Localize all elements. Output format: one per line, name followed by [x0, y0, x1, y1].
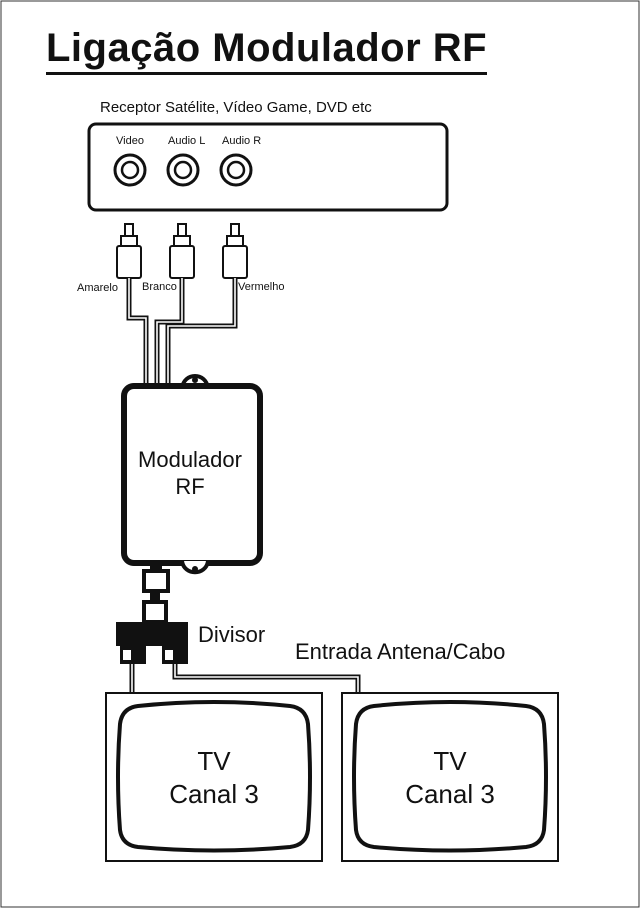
rca-plug-yellow [116, 223, 142, 279]
jack-label-audio-r: Audio R [222, 135, 261, 147]
cable-label-yellow: Amarelo [77, 282, 118, 294]
jack-label-audio-l: Audio L [168, 135, 205, 147]
jack-audio-r [219, 153, 253, 187]
tv-cables [129, 664, 361, 694]
tv-2-screen [352, 700, 548, 853]
tv2-cable [172, 664, 361, 694]
splitter [116, 622, 188, 664]
jack-label-video: Video [116, 135, 144, 147]
jack-audio-l [166, 153, 200, 187]
rca-plug-white [169, 223, 195, 279]
rca-plug-red [222, 223, 248, 279]
tv-2-label-line1: TV [433, 746, 467, 776]
tv-1 [105, 692, 323, 862]
cable-label-red: Vermelho [238, 281, 284, 293]
jack-video [113, 153, 147, 187]
receiver-label: Receptor Satélite, Vídeo Game, DVD etc [100, 99, 372, 116]
tv-1-screen [116, 700, 312, 853]
modulator-label-line1: Modulador [138, 447, 242, 472]
rf-output-connector [142, 563, 170, 624]
cable-label-white: Branco [142, 281, 177, 293]
receiver-box [87, 122, 449, 212]
tv-1-label-line1: TV [197, 746, 231, 776]
tv-2-label-line2: Canal 3 [405, 779, 495, 809]
modulator-label-line2: RF [175, 474, 204, 499]
tv-1-label-line2: Canal 3 [169, 779, 259, 809]
antenna-input-label: Entrada Antena/Cabo [295, 639, 505, 664]
red-cable [165, 278, 238, 388]
tv-2 [341, 692, 559, 862]
splitter-label: Divisor [198, 622, 265, 647]
yellow-cable [126, 278, 149, 388]
page-title: Ligação Modulador RF [46, 26, 488, 75]
